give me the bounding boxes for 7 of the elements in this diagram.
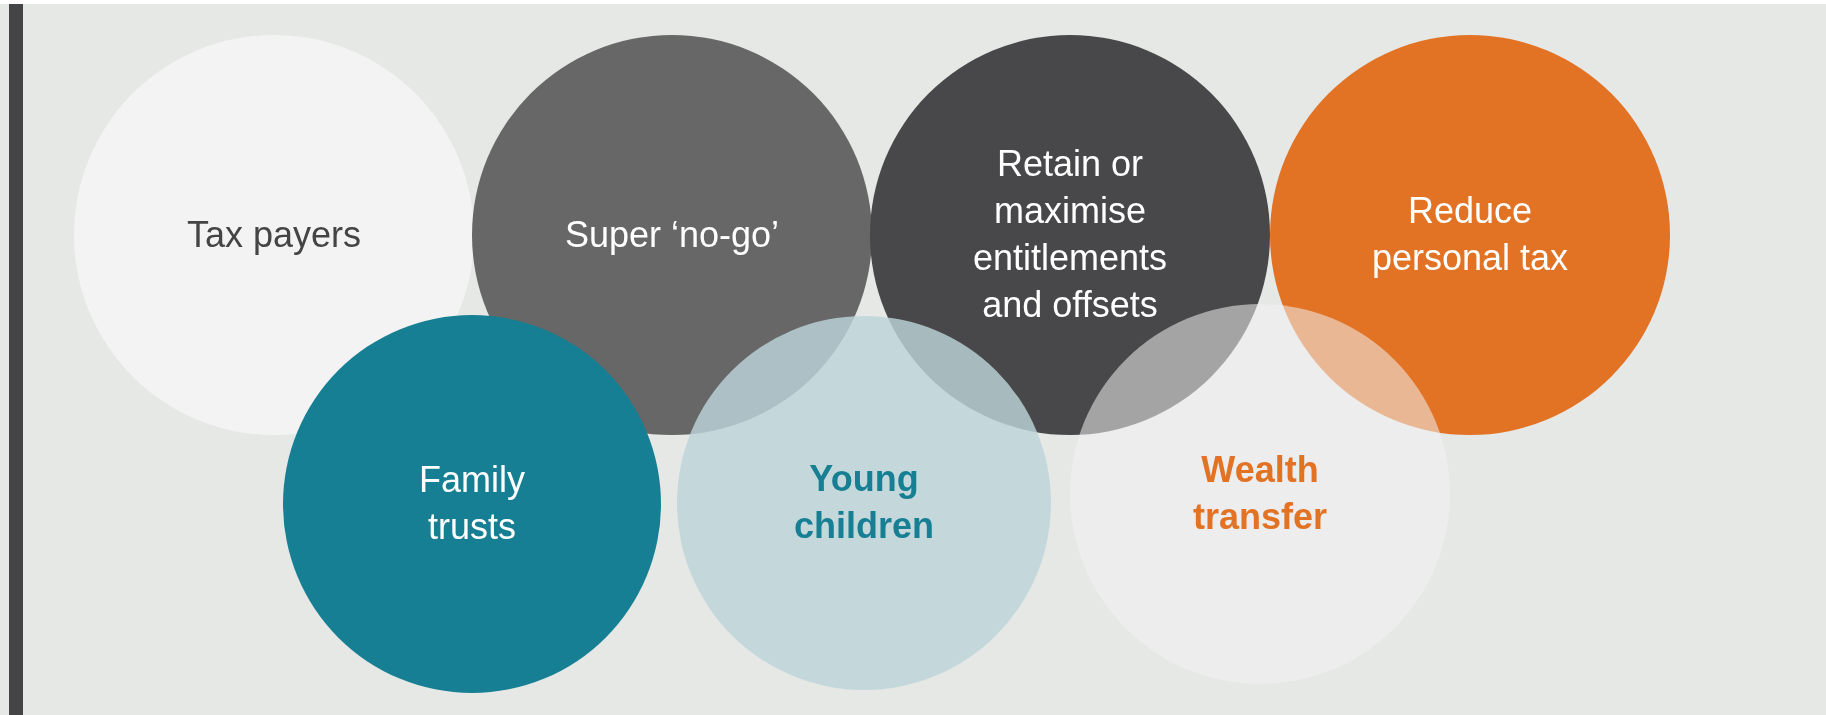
circle-label: Super ‘no-go’ [564, 212, 780, 257]
circle-label: Tax payers [186, 212, 362, 257]
circle-label: Family trusts [418, 458, 526, 549]
circle-label: Young children [793, 457, 935, 548]
circle-label: Wealth transfer [1191, 448, 1329, 539]
circle-label: Retain or maximise entitlements and offsets [971, 142, 1169, 327]
circle-label: Reduce personal tax [1370, 189, 1570, 280]
